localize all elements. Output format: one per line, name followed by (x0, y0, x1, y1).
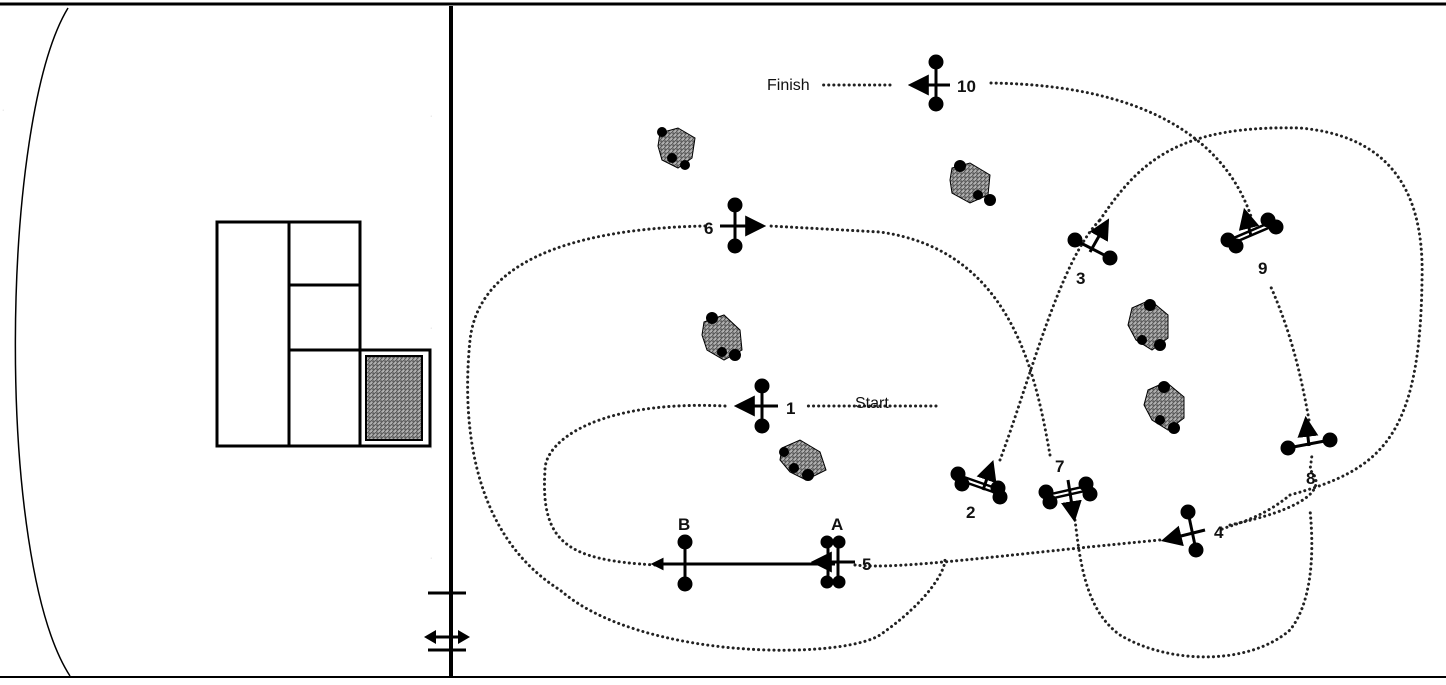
finish-label: Finish (767, 77, 810, 94)
obstacle-3 (701, 312, 743, 361)
obstacle-cluster (657, 127, 1185, 481)
station-marker-9 (1220, 207, 1284, 254)
station-marker-4 (1160, 504, 1206, 558)
station-label-1: 1 (786, 399, 795, 418)
point-b-marker (650, 534, 693, 592)
obstacle-4 (779, 439, 827, 481)
station-marker-6 (720, 197, 767, 254)
station-marker-1 (733, 378, 778, 434)
svg-text:·: · (430, 325, 432, 332)
svg-text:·: · (430, 555, 432, 562)
station-label-4: 4 (1214, 523, 1224, 542)
station-label-6: 6 (704, 219, 713, 238)
station-marker-10 (907, 54, 950, 112)
station-label-8: 8 (1306, 469, 1315, 488)
svg-text:·: · (2, 107, 4, 114)
station-marker-3 (1067, 218, 1118, 266)
station-marker-5 (810, 535, 855, 589)
station-label-9: 9 (1258, 259, 1267, 278)
station-marker-7 (1038, 476, 1098, 523)
course-path (466, 81, 1424, 659)
obstacle-6 (1143, 381, 1185, 434)
obstacle-5 (1127, 299, 1169, 351)
station-label-2: 2 (966, 503, 975, 522)
svg-text:·: · (430, 113, 432, 120)
station-marker-2 (950, 460, 1008, 505)
station-marker-8 (1280, 415, 1338, 456)
station-label-10: 10 (957, 77, 976, 96)
faint-marks: · · · · · (2, 107, 432, 562)
point-a-label: A (831, 515, 843, 534)
arena-arc (14, 7, 71, 677)
building-plan (215, 220, 432, 448)
obstacle-2 (949, 160, 996, 206)
svg-text:·: · (430, 445, 432, 452)
station-label-7: 7 (1055, 457, 1064, 476)
station-label-3: 3 (1076, 269, 1085, 288)
station-label-5: 5 (862, 555, 871, 574)
start-label: Start (855, 395, 889, 412)
obstacle-1 (657, 127, 696, 170)
hatched-room (365, 355, 423, 441)
gate-icon (424, 591, 470, 652)
point-b-label: B (678, 515, 690, 534)
